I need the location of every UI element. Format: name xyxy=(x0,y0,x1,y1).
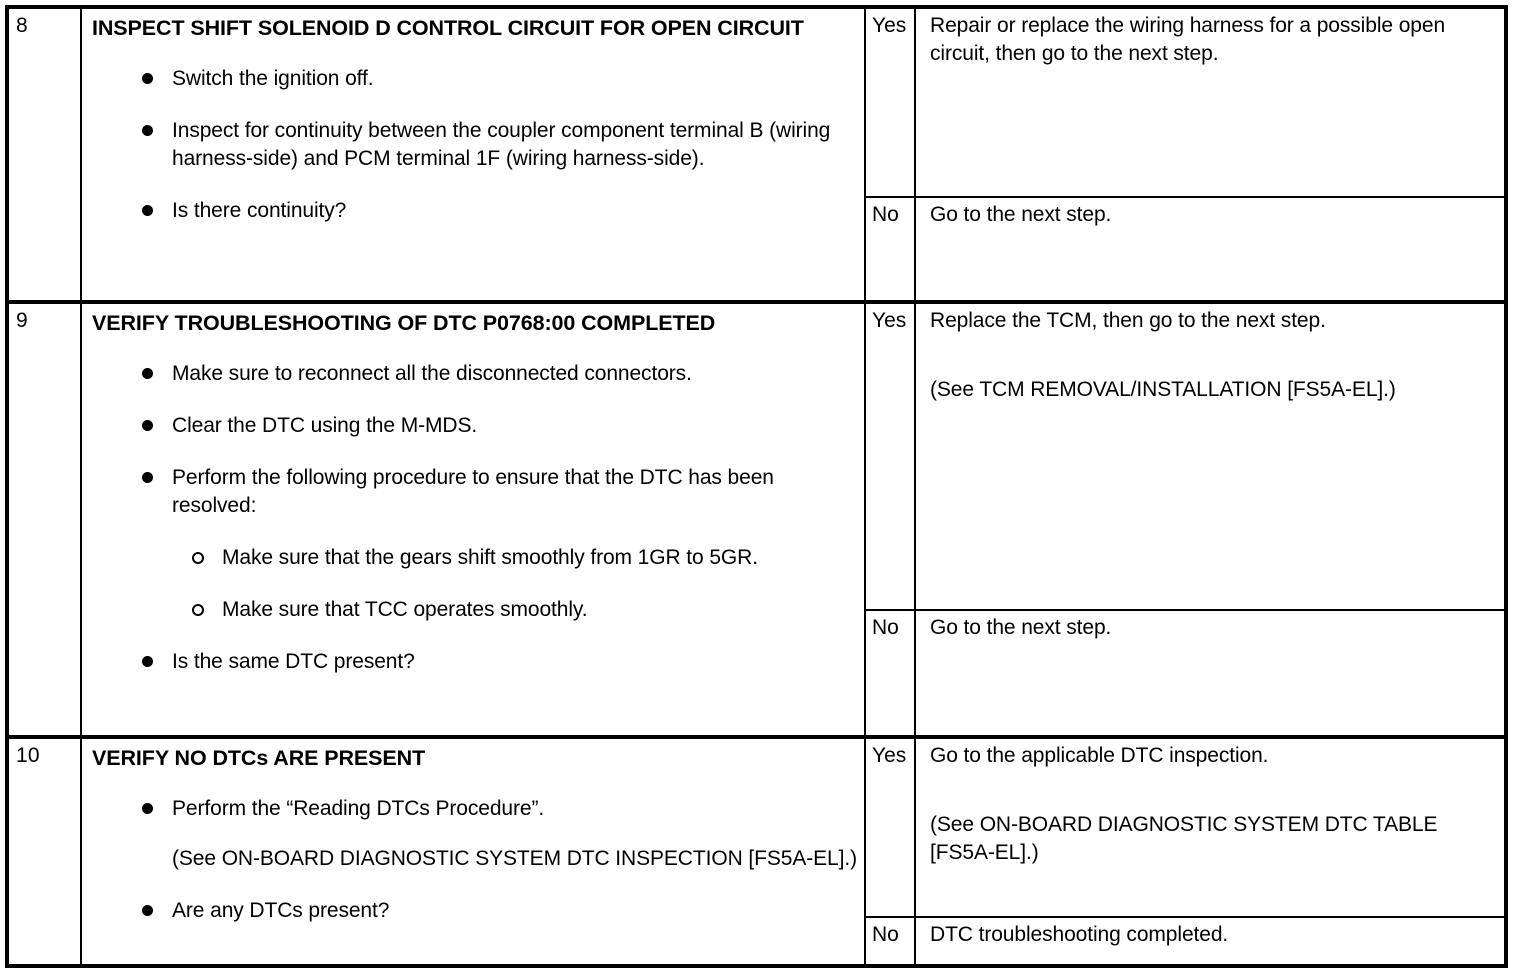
hollow-bullet-icon xyxy=(192,552,204,564)
action-cell-no: Go to the next step. xyxy=(916,196,1504,300)
troubleshooting-table: 8 INSPECT SHIFT SOLENOID D CONTROL CIRCU… xyxy=(5,5,1508,968)
list-item: Is there continuity? xyxy=(92,197,858,225)
list-item: Clear the DTC using the M-MDS. xyxy=(92,412,858,440)
list-item: Make sure to reconnect all the disconnec… xyxy=(92,360,858,388)
action-reference: (See ON-BOARD DIAGNOSTIC SYSTEM DTC TABL… xyxy=(930,813,1438,864)
list-item: Perform the following procedure to ensur… xyxy=(92,464,858,520)
result-label: No xyxy=(872,616,899,639)
action-reference: (See TCM REMOVAL/INSTALLATION [FS5A-EL].… xyxy=(930,378,1396,401)
inspection-title: VERIFY NO DTCs ARE PRESENT xyxy=(92,746,426,770)
bullet-text: Make sure to reconnect all the disconnec… xyxy=(172,362,692,385)
inspection-bullet-list-tail: Are any DTCs present? xyxy=(92,897,858,925)
hollow-bullet-icon xyxy=(192,604,204,616)
result-cell-yes: Yes xyxy=(866,304,914,609)
result-cell-yes: Yes xyxy=(866,739,914,916)
step-number: 10 xyxy=(16,744,40,767)
result-cell-no: No xyxy=(866,916,914,968)
action-text: Repair or replace the wiring harness for… xyxy=(930,14,1446,65)
action-column: Repair or replace the wiring harness for… xyxy=(916,9,1504,300)
action-cell-yes: Replace the TCM, then go to the next ste… xyxy=(916,304,1504,609)
step-number: 9 xyxy=(16,309,28,332)
inspection-reference-note: (See ON-BOARD DIAGNOSTIC SYSTEM DTC INSP… xyxy=(172,847,857,870)
list-item: Make sure that the gears shift smoothly … xyxy=(92,544,858,572)
bullet-text: Inspect for continuity between the coupl… xyxy=(172,119,831,170)
bullet-text: Perform the “Reading DTCs Procedure”. xyxy=(172,797,545,820)
result-cell-yes: Yes xyxy=(866,9,914,196)
step-number: 8 xyxy=(16,14,28,37)
result-label: No xyxy=(872,203,899,226)
result-cell-no: No xyxy=(866,609,914,739)
result-label: Yes xyxy=(872,309,907,332)
action-column: Go to the applicable DTC inspection. (Se… xyxy=(916,739,1504,964)
result-column: Yes No xyxy=(866,9,916,300)
inspection-title: INSPECT SHIFT SOLENOID D CONTROL CIRCUIT… xyxy=(92,16,804,40)
list-item: Inspect for continuity between the coupl… xyxy=(92,117,858,173)
filled-bullet-icon xyxy=(142,472,153,483)
action-column: Replace the TCM, then go to the next ste… xyxy=(916,304,1504,735)
action-text: DTC troubleshooting completed. xyxy=(930,923,1229,946)
result-cell-no: No xyxy=(866,196,914,300)
inspection-cell: VERIFY NO DTCs ARE PRESENT Perform the “… xyxy=(82,739,866,964)
action-text: Go to the applicable DTC inspection. xyxy=(930,744,1269,767)
table-row: 10 VERIFY NO DTCs ARE PRESENT Perform th… xyxy=(9,735,1504,964)
filled-bullet-icon xyxy=(142,905,153,916)
action-cell-yes: Go to the applicable DTC inspection. (Se… xyxy=(916,739,1504,916)
bullet-text: Are any DTCs present? xyxy=(172,899,390,922)
filled-bullet-icon xyxy=(142,73,153,84)
list-item: Perform the “Reading DTCs Procedure”. xyxy=(92,795,858,823)
filled-bullet-icon xyxy=(142,803,153,814)
action-text: Go to the next step. xyxy=(930,616,1112,639)
result-column: Yes No xyxy=(866,739,916,964)
bullet-text: Switch the ignition off. xyxy=(172,67,374,90)
subbullet-text: Make sure that TCC operates smoothly. xyxy=(222,598,588,621)
filled-bullet-icon xyxy=(142,656,153,667)
bullet-text: Is there continuity? xyxy=(172,199,347,222)
inspection-subbullet-list: Make sure that the gears shift smoothly … xyxy=(92,544,858,624)
list-item: Make sure that TCC operates smoothly. xyxy=(92,596,858,624)
action-cell-no: Go to the next step. xyxy=(916,609,1504,735)
action-text: Replace the TCM, then go to the next ste… xyxy=(930,309,1326,332)
bullet-text: Clear the DTC using the M-MDS. xyxy=(172,414,478,437)
inspection-title: VERIFY TROUBLESHOOTING OF DTC P0768:00 C… xyxy=(92,311,716,335)
inspection-bullet-list-tail: Is the same DTC present? xyxy=(92,648,858,676)
action-text: Go to the next step. xyxy=(930,203,1112,226)
table-row: 8 INSPECT SHIFT SOLENOID D CONTROL CIRCU… xyxy=(9,9,1504,300)
filled-bullet-icon xyxy=(142,420,153,431)
filled-bullet-icon xyxy=(142,205,153,216)
result-label: Yes xyxy=(872,744,907,767)
table-row: 9 VERIFY TROUBLESHOOTING OF DTC P0768:00… xyxy=(9,300,1504,735)
action-cell-yes: Repair or replace the wiring harness for… xyxy=(916,9,1504,196)
step-number-cell: 9 xyxy=(9,304,82,735)
action-cell-no: DTC troubleshooting completed. xyxy=(916,916,1504,964)
inspection-bullet-list: Perform the “Reading DTCs Procedure”. xyxy=(92,795,858,823)
result-column: Yes No xyxy=(866,304,916,735)
inspection-bullet-list: Make sure to reconnect all the disconnec… xyxy=(92,360,858,520)
step-number-cell: 8 xyxy=(9,9,82,300)
inspection-cell: INSPECT SHIFT SOLENOID D CONTROL CIRCUIT… xyxy=(82,9,866,300)
bullet-text: Perform the following procedure to ensur… xyxy=(172,466,774,517)
result-label: Yes xyxy=(872,14,907,37)
inspection-cell: VERIFY TROUBLESHOOTING OF DTC P0768:00 C… xyxy=(82,304,866,735)
filled-bullet-icon xyxy=(142,368,153,379)
list-item: Is the same DTC present? xyxy=(92,648,858,676)
list-item: Switch the ignition off. xyxy=(92,65,858,93)
inspection-bullet-list: Switch the ignition off. Inspect for con… xyxy=(92,65,858,225)
step-number-cell: 10 xyxy=(9,739,82,964)
filled-bullet-icon xyxy=(142,125,153,136)
list-item: Are any DTCs present? xyxy=(92,897,858,925)
bullet-text: Is the same DTC present? xyxy=(172,650,415,673)
result-label: No xyxy=(872,923,899,946)
subbullet-text: Make sure that the gears shift smoothly … xyxy=(222,546,758,569)
